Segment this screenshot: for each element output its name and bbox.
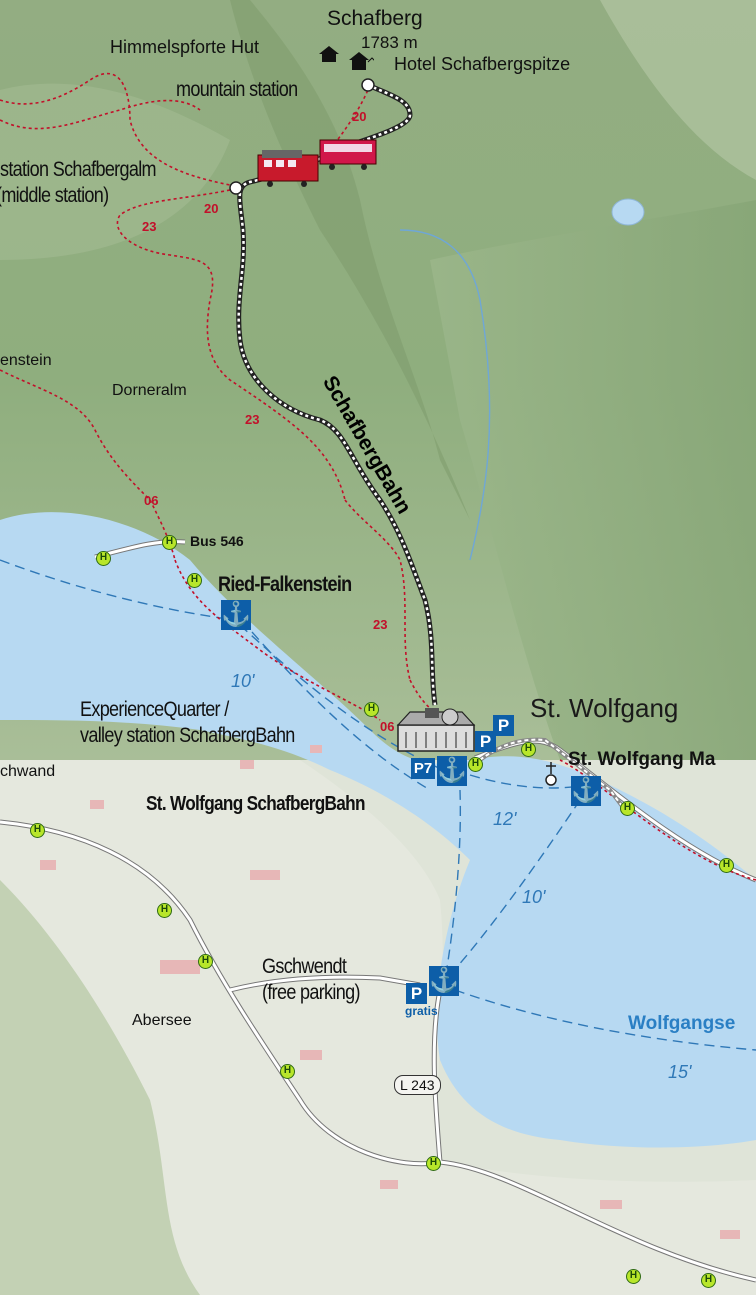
bus-stop-icon[interactable]: H (719, 858, 734, 873)
st-wolfgang-town-label: St. Wolfgang (530, 693, 679, 723)
stream (399, 229, 491, 561)
road-l243-label: L 243 (394, 1075, 441, 1095)
train-icon (257, 139, 377, 187)
ferry-minutes-2: 12' (493, 809, 517, 829)
middle-station-dot (229, 181, 243, 195)
dorneralm-label: Dorneralm (112, 382, 187, 399)
ferry-anchor-icon[interactable]: ⚓ (221, 600, 251, 630)
left-slope (0, 83, 230, 260)
ferry-minutes-4: 15' (668, 1062, 692, 1082)
ferry-minutes-1: 10' (231, 671, 255, 691)
ferry-anchor-icon[interactable]: ⚓ (437, 756, 467, 786)
parking-p7-icon[interactable]: P7 (411, 758, 435, 779)
trail-number: 23 (245, 412, 260, 427)
trail-number: 23 (142, 219, 157, 234)
bus-stop-icon[interactable]: H (701, 1273, 716, 1288)
hut-icon (318, 44, 340, 69)
bus-stop-icon[interactable]: H (187, 573, 202, 588)
peak-name: Schafberg (327, 7, 423, 30)
gschwendt-label-2: (free parking) (262, 981, 360, 1004)
bus-stop-icon[interactable]: H (157, 903, 172, 918)
bus-stop-icon[interactable]: H (30, 823, 45, 838)
gratis-label: gratis (405, 1004, 438, 1018)
hotel-label: Hotel Schafbergspitze (394, 54, 571, 74)
bus-stop-icon[interactable]: H (521, 742, 536, 757)
experience-label-1: ExperienceQuarter / (80, 698, 229, 721)
bus-stop-icon[interactable]: H (426, 1156, 441, 1171)
parking-icon[interactable]: P (493, 715, 514, 736)
ried-falkenstein-label: Ried-Falkenstein (218, 573, 352, 596)
gschwand-label: chwand (0, 763, 56, 780)
upper-right-slope (600, 0, 756, 180)
bus-stop-icon[interactable]: H (620, 801, 635, 816)
mountain-station-label: mountain station (176, 78, 298, 101)
right-slopes (430, 200, 756, 760)
bus-stop-icon[interactable]: H (626, 1269, 641, 1284)
ferry-anchor-icon[interactable]: ⚓ (571, 776, 601, 806)
gschwendt-label-1: Gschwendt (262, 955, 347, 978)
mountain-pond (611, 198, 645, 226)
trail-number: 06 (144, 493, 159, 508)
parking-icon[interactable]: P (475, 731, 496, 752)
middle-station-label-1: station Schafbergalm (0, 158, 157, 181)
bus-stop-icon[interactable]: H (162, 535, 177, 550)
middle-station-label-2: (middle station) (0, 184, 109, 207)
ferry-anchor-icon[interactable]: ⚓ (429, 966, 459, 996)
trail-number: 20 (352, 109, 367, 124)
hotel-icon (348, 50, 377, 77)
falkenstein-label: enstein (0, 352, 52, 369)
abersee-label: Abersee (132, 1012, 192, 1029)
bus-stop-icon[interactable]: H (364, 702, 379, 717)
hut-himmelspforte-label: Himmelspforte Hut (110, 37, 260, 57)
church-dot (545, 774, 557, 786)
bus-stop-icon[interactable]: H (96, 551, 111, 566)
bus-stop-icon[interactable]: H (198, 954, 213, 969)
trail-number: 23 (373, 617, 388, 632)
bus-label: Bus 546 (190, 533, 244, 549)
experience-label-2: valley station SchafbergBahn (80, 724, 295, 747)
parking-icon[interactable]: P (406, 983, 427, 1004)
bus-stop-icon[interactable]: H (468, 757, 483, 772)
peak-elevation: 1783 m (361, 33, 418, 52)
lake-wolfgangsee (0, 512, 756, 1148)
ferry-minutes-3: 10' (522, 887, 546, 907)
church-icon (546, 762, 556, 774)
valley-plain (0, 760, 756, 1295)
valley-station-building (396, 708, 476, 752)
trail-number: 20 (204, 201, 219, 216)
bus-stop-icon[interactable]: H (280, 1064, 295, 1079)
lake-label: Wolfgangse (628, 1013, 736, 1034)
buildings (40, 745, 740, 1239)
lower-left-forest (0, 880, 200, 1295)
st-wolfgang-schafbergbahn-label: St. Wolfgang SchafbergBahn (146, 793, 365, 815)
ridge-shadow (230, 0, 470, 520)
trail-number: 06 (380, 719, 395, 734)
st-wolfgang-markt-label: St. Wolfgang Ma (568, 749, 716, 770)
rack-railway (236, 82, 627, 812)
mountain-station-dot (361, 78, 375, 92)
